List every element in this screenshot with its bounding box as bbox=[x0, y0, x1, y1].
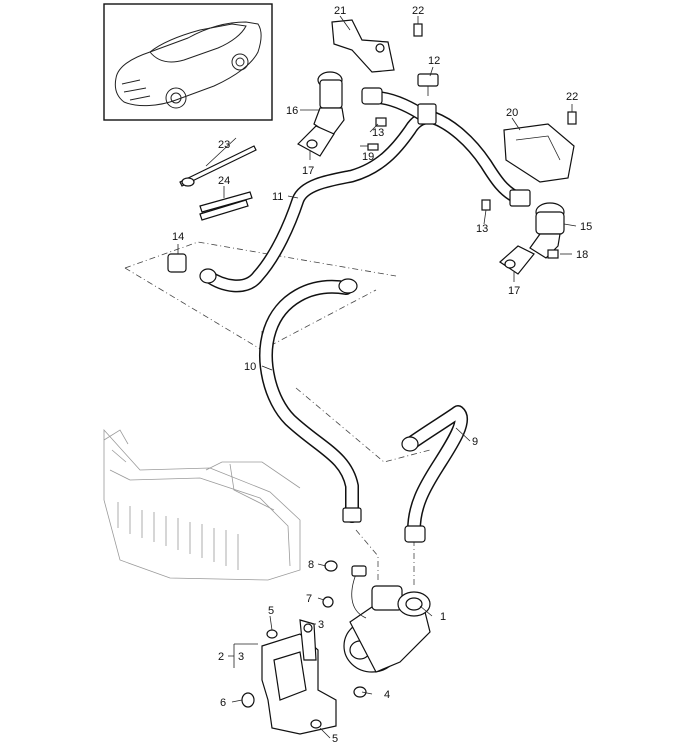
callout-6: 6 bbox=[220, 697, 226, 709]
combi-valve-16 bbox=[297, 71, 383, 157]
callout-14: 14 bbox=[172, 231, 184, 243]
cable-ties-23-24 bbox=[179, 145, 257, 221]
callout-12: 12 bbox=[428, 55, 440, 67]
callout-13: 13 bbox=[372, 127, 384, 139]
heat-shield-21 bbox=[331, 19, 395, 73]
hose-11 bbox=[199, 91, 531, 293]
callout-22: 22 bbox=[412, 5, 424, 17]
secondary-air-pump bbox=[343, 565, 431, 673]
callout-19: 19 bbox=[362, 151, 374, 163]
callout-15: 15 bbox=[580, 221, 592, 233]
callout-20: 20 bbox=[506, 107, 518, 119]
vehicle-thumbnail bbox=[103, 3, 273, 121]
callout-17: 17 bbox=[302, 165, 314, 177]
callout-8: 8 bbox=[308, 559, 314, 571]
pump-bracket bbox=[241, 560, 367, 735]
callout-23: 23 bbox=[218, 139, 230, 151]
callout-10: 10 bbox=[244, 361, 256, 373]
callout-16: 16 bbox=[286, 105, 298, 117]
callout-2: 2 bbox=[218, 651, 224, 663]
callout-13: 13 bbox=[476, 223, 488, 235]
callout-9: 9 bbox=[472, 436, 478, 448]
callout-5: 5 bbox=[332, 733, 338, 745]
callout-1: 1 bbox=[440, 611, 446, 623]
heat-shield-20 bbox=[503, 123, 575, 183]
callout-11: 11 bbox=[272, 191, 283, 203]
leader-lines bbox=[177, 15, 577, 739]
hose-9 bbox=[401, 405, 469, 543]
callout-21: 21 bbox=[334, 5, 346, 17]
airbox-ghost bbox=[103, 428, 301, 581]
callout-4: 4 bbox=[384, 689, 390, 701]
callout-3: 3 bbox=[238, 651, 244, 663]
callout-3: 3 bbox=[318, 619, 324, 631]
hose-10 bbox=[259, 278, 362, 523]
callout-7: 7 bbox=[306, 593, 312, 605]
combi-valve-15 bbox=[499, 202, 565, 275]
callout-labels: 21 22 12 16 13 19 17 20 22 23 24 11 14 1… bbox=[172, 5, 592, 745]
sensor-12 bbox=[417, 73, 439, 96]
callout-17: 17 bbox=[508, 285, 520, 297]
callout-22: 22 bbox=[566, 91, 578, 103]
callout-18: 18 bbox=[576, 249, 588, 261]
holder-14 bbox=[167, 253, 187, 273]
callout-5: 5 bbox=[268, 605, 274, 617]
callout-24: 24 bbox=[218, 175, 230, 187]
